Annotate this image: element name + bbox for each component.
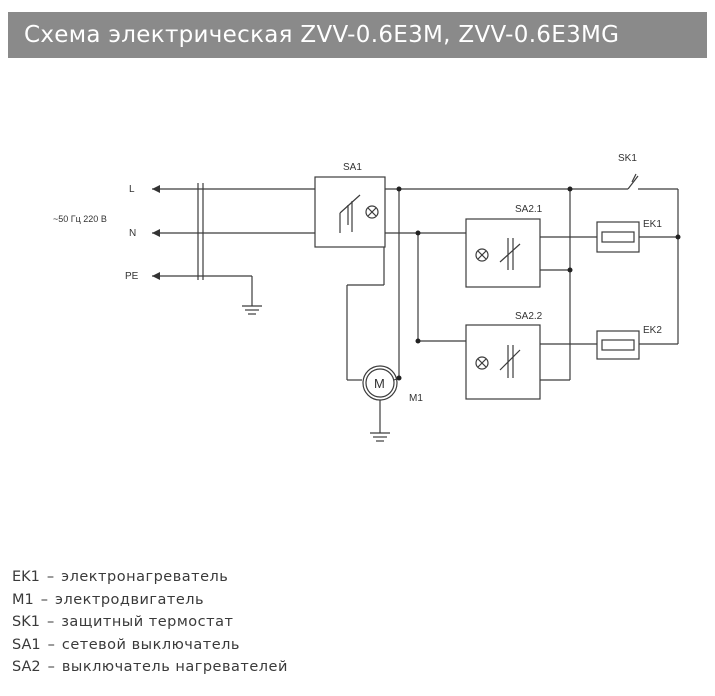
ek1-box <box>596 221 640 253</box>
motor-symbol: M <box>374 376 385 391</box>
sa2-2-box <box>465 324 541 400</box>
title-bar: Схема электрическая ZVV-0.6E3M, ZVV-0.6E… <box>8 12 707 58</box>
arrow-L-icon <box>152 185 160 193</box>
label-EK1: EK1 <box>643 219 662 230</box>
label-L: L <box>129 184 135 195</box>
label-supply: ~50 Гц 220 В <box>53 214 107 224</box>
label-SK1: SK1 <box>618 153 637 164</box>
legend-item-sa1: SA1–сетевой выключатель <box>12 636 240 653</box>
legend-item-m1: M1–электродвигатель <box>12 591 205 608</box>
ek2-box <box>596 330 640 360</box>
label-SA2-2: SA2.2 <box>515 311 543 322</box>
sa1-lamp <box>365 205 379 219</box>
label-PE: PE <box>125 271 139 282</box>
legend-item-ek1: EK1–электронагреватель <box>12 569 229 585</box>
sa2-1-box <box>465 218 541 288</box>
page-title: Схема электрическая ZVV-0.6E3M, ZVV-0.6E… <box>24 22 620 48</box>
label-SA2-1: SA2.1 <box>515 204 543 215</box>
legend: EK1–электронагреватель M1–электродвигате… <box>12 566 288 679</box>
arrow-PE-icon <box>152 272 160 280</box>
sa1-box <box>314 176 386 248</box>
legend-item-sk1: SK1–защитный термостат <box>12 614 234 630</box>
label-EK2: EK2 <box>643 325 662 336</box>
legend-item-sa2: SA2–выключатель нагревателей <box>12 659 288 675</box>
label-SA1: SA1 <box>343 162 362 173</box>
sa2-2-lamp <box>475 356 489 370</box>
label-N: N <box>129 228 136 239</box>
label-M1: M1 <box>409 393 423 404</box>
arrow-N-icon <box>152 229 160 237</box>
sa2-1-lamp <box>475 248 489 262</box>
